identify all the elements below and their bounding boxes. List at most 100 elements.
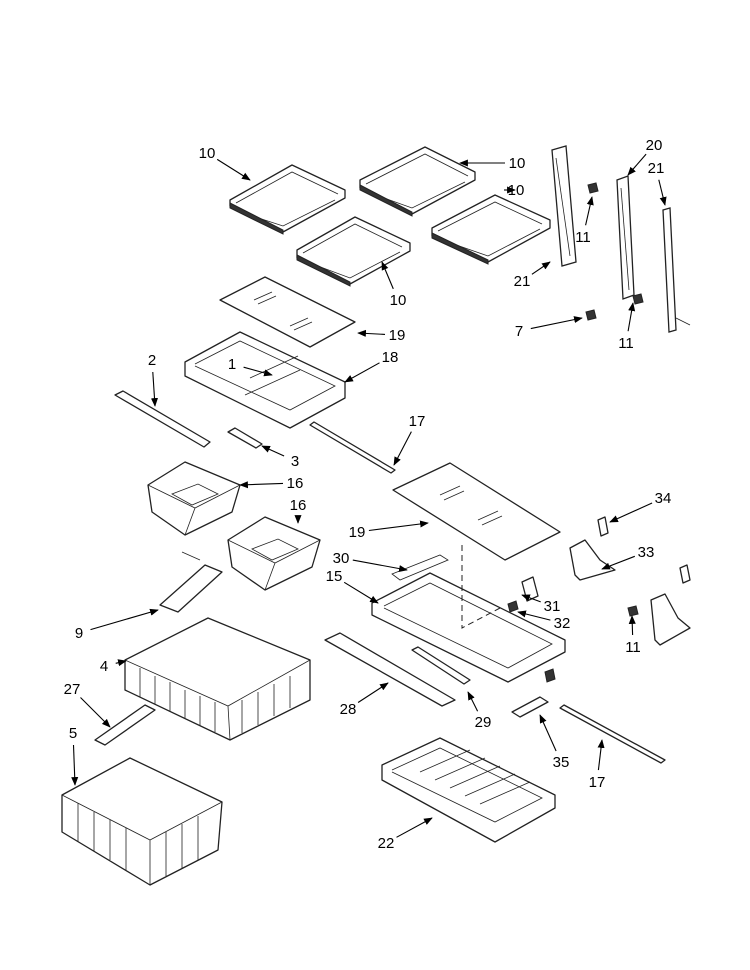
leader-line (530, 316, 583, 330)
leader-line (261, 445, 285, 457)
leader-line (396, 817, 433, 838)
callout-layer: 1010101020211121711191812173161619343330… (64, 137, 672, 852)
crisper-drawer-right (227, 516, 321, 591)
callout-label: 2 (148, 352, 156, 369)
callout-32: 32 (517, 610, 571, 632)
leader-line (531, 261, 551, 275)
crisper-drawer-left (147, 461, 241, 536)
leader-line (627, 302, 636, 332)
crisper-cover-frame (184, 331, 346, 429)
callout-label: 10 (199, 145, 216, 162)
callout-31: 31 (521, 594, 561, 615)
callout-label: 30 (333, 550, 350, 567)
callout-label: 7 (515, 323, 523, 340)
leader-line (90, 608, 159, 631)
callout-21: 21 (514, 261, 551, 290)
callout-label: 15 (326, 568, 343, 585)
callout-label: 16 (287, 475, 304, 492)
callout-label: 10 (509, 155, 526, 172)
bracket-34-a (597, 516, 609, 537)
callout-label: 19 (349, 524, 366, 541)
leader-line (343, 581, 379, 604)
rail-left (551, 145, 577, 267)
leader-line (150, 371, 159, 407)
callout-18: 18 (344, 349, 399, 383)
leader-line (627, 153, 647, 176)
divider-9 (159, 551, 223, 613)
callout-21: 21 (648, 160, 667, 206)
callout-15: 15 (326, 568, 379, 604)
leader-line (344, 362, 380, 383)
callout-10: 10 (459, 155, 526, 172)
callout-17: 17 (393, 413, 426, 466)
callout-label: 4 (100, 658, 108, 675)
callout-7: 7 (515, 316, 583, 340)
bracket-3 (227, 427, 263, 449)
leader-line (239, 481, 284, 489)
callout-28: 28 (340, 682, 389, 718)
callout-label: 18 (382, 349, 399, 366)
callout-label: 35 (553, 754, 570, 771)
callout-label: 11 (618, 335, 634, 352)
callout-label: 10 (508, 182, 525, 199)
callout-label: 10 (390, 292, 407, 309)
leader-line (539, 714, 557, 752)
callout-label: 22 (378, 835, 395, 852)
frame-15 (371, 545, 566, 683)
gasket-17-lower (559, 704, 666, 764)
leader-line (628, 615, 636, 636)
leader-line (601, 555, 635, 570)
callout-5: 5 (69, 725, 79, 786)
callout-10: 10 (199, 145, 251, 181)
callout-11: 11 (618, 302, 636, 352)
callout-20: 20 (627, 137, 663, 176)
callout-29: 29 (467, 691, 492, 731)
callout-11: 11 (575, 196, 594, 246)
callout-label: 11 (625, 639, 641, 656)
callout-label: 16 (290, 497, 307, 514)
callout-16: 16 (239, 475, 304, 492)
strip-28 (324, 632, 456, 707)
callout-label: 5 (69, 725, 77, 742)
callout-label: 31 (544, 598, 561, 615)
shelf-top-middle (359, 146, 476, 217)
callout-4: 4 (100, 658, 127, 675)
wire-basket-5 (61, 757, 223, 886)
callout-label: 29 (475, 714, 492, 731)
bracket-34-b (679, 564, 691, 584)
rail-center (616, 175, 635, 300)
leader-line (352, 559, 408, 573)
shelf-top-left (229, 164, 346, 235)
callout-label: 1 (228, 356, 236, 373)
callout-35: 35 (539, 714, 570, 771)
leader-line (115, 659, 127, 667)
callout-label: 21 (514, 273, 531, 290)
callout-label: 20 (646, 137, 663, 154)
trim-strip-2 (114, 390, 211, 448)
callout-label: 32 (554, 615, 571, 632)
callout-label: 9 (75, 625, 83, 642)
parts-31-32 (507, 576, 539, 613)
callout-9: 9 (75, 608, 159, 642)
glass-shelf-lower (392, 462, 561, 561)
callout-30: 30 (333, 550, 408, 573)
glass-shelf-upper (219, 276, 356, 348)
callout-22: 22 (378, 817, 433, 852)
bracket-29 (411, 646, 471, 685)
callout-label: 17 (589, 774, 606, 791)
shelf-right (431, 194, 551, 265)
callout-19: 19 (349, 520, 429, 541)
divider-27 (94, 704, 156, 746)
callout-19: 19 (357, 327, 405, 344)
bracket-33-b (650, 593, 691, 646)
leader-line (609, 502, 653, 523)
callout-label: 17 (409, 413, 426, 430)
callout-34: 34 (609, 490, 671, 523)
leader-line (597, 739, 605, 771)
callout-16: 16 (290, 497, 307, 524)
callout-10: 10 (381, 261, 407, 309)
callout-2: 2 (148, 352, 159, 407)
callout-17: 17 (589, 739, 606, 791)
callout-3: 3 (261, 445, 299, 470)
leader-line (216, 158, 251, 181)
